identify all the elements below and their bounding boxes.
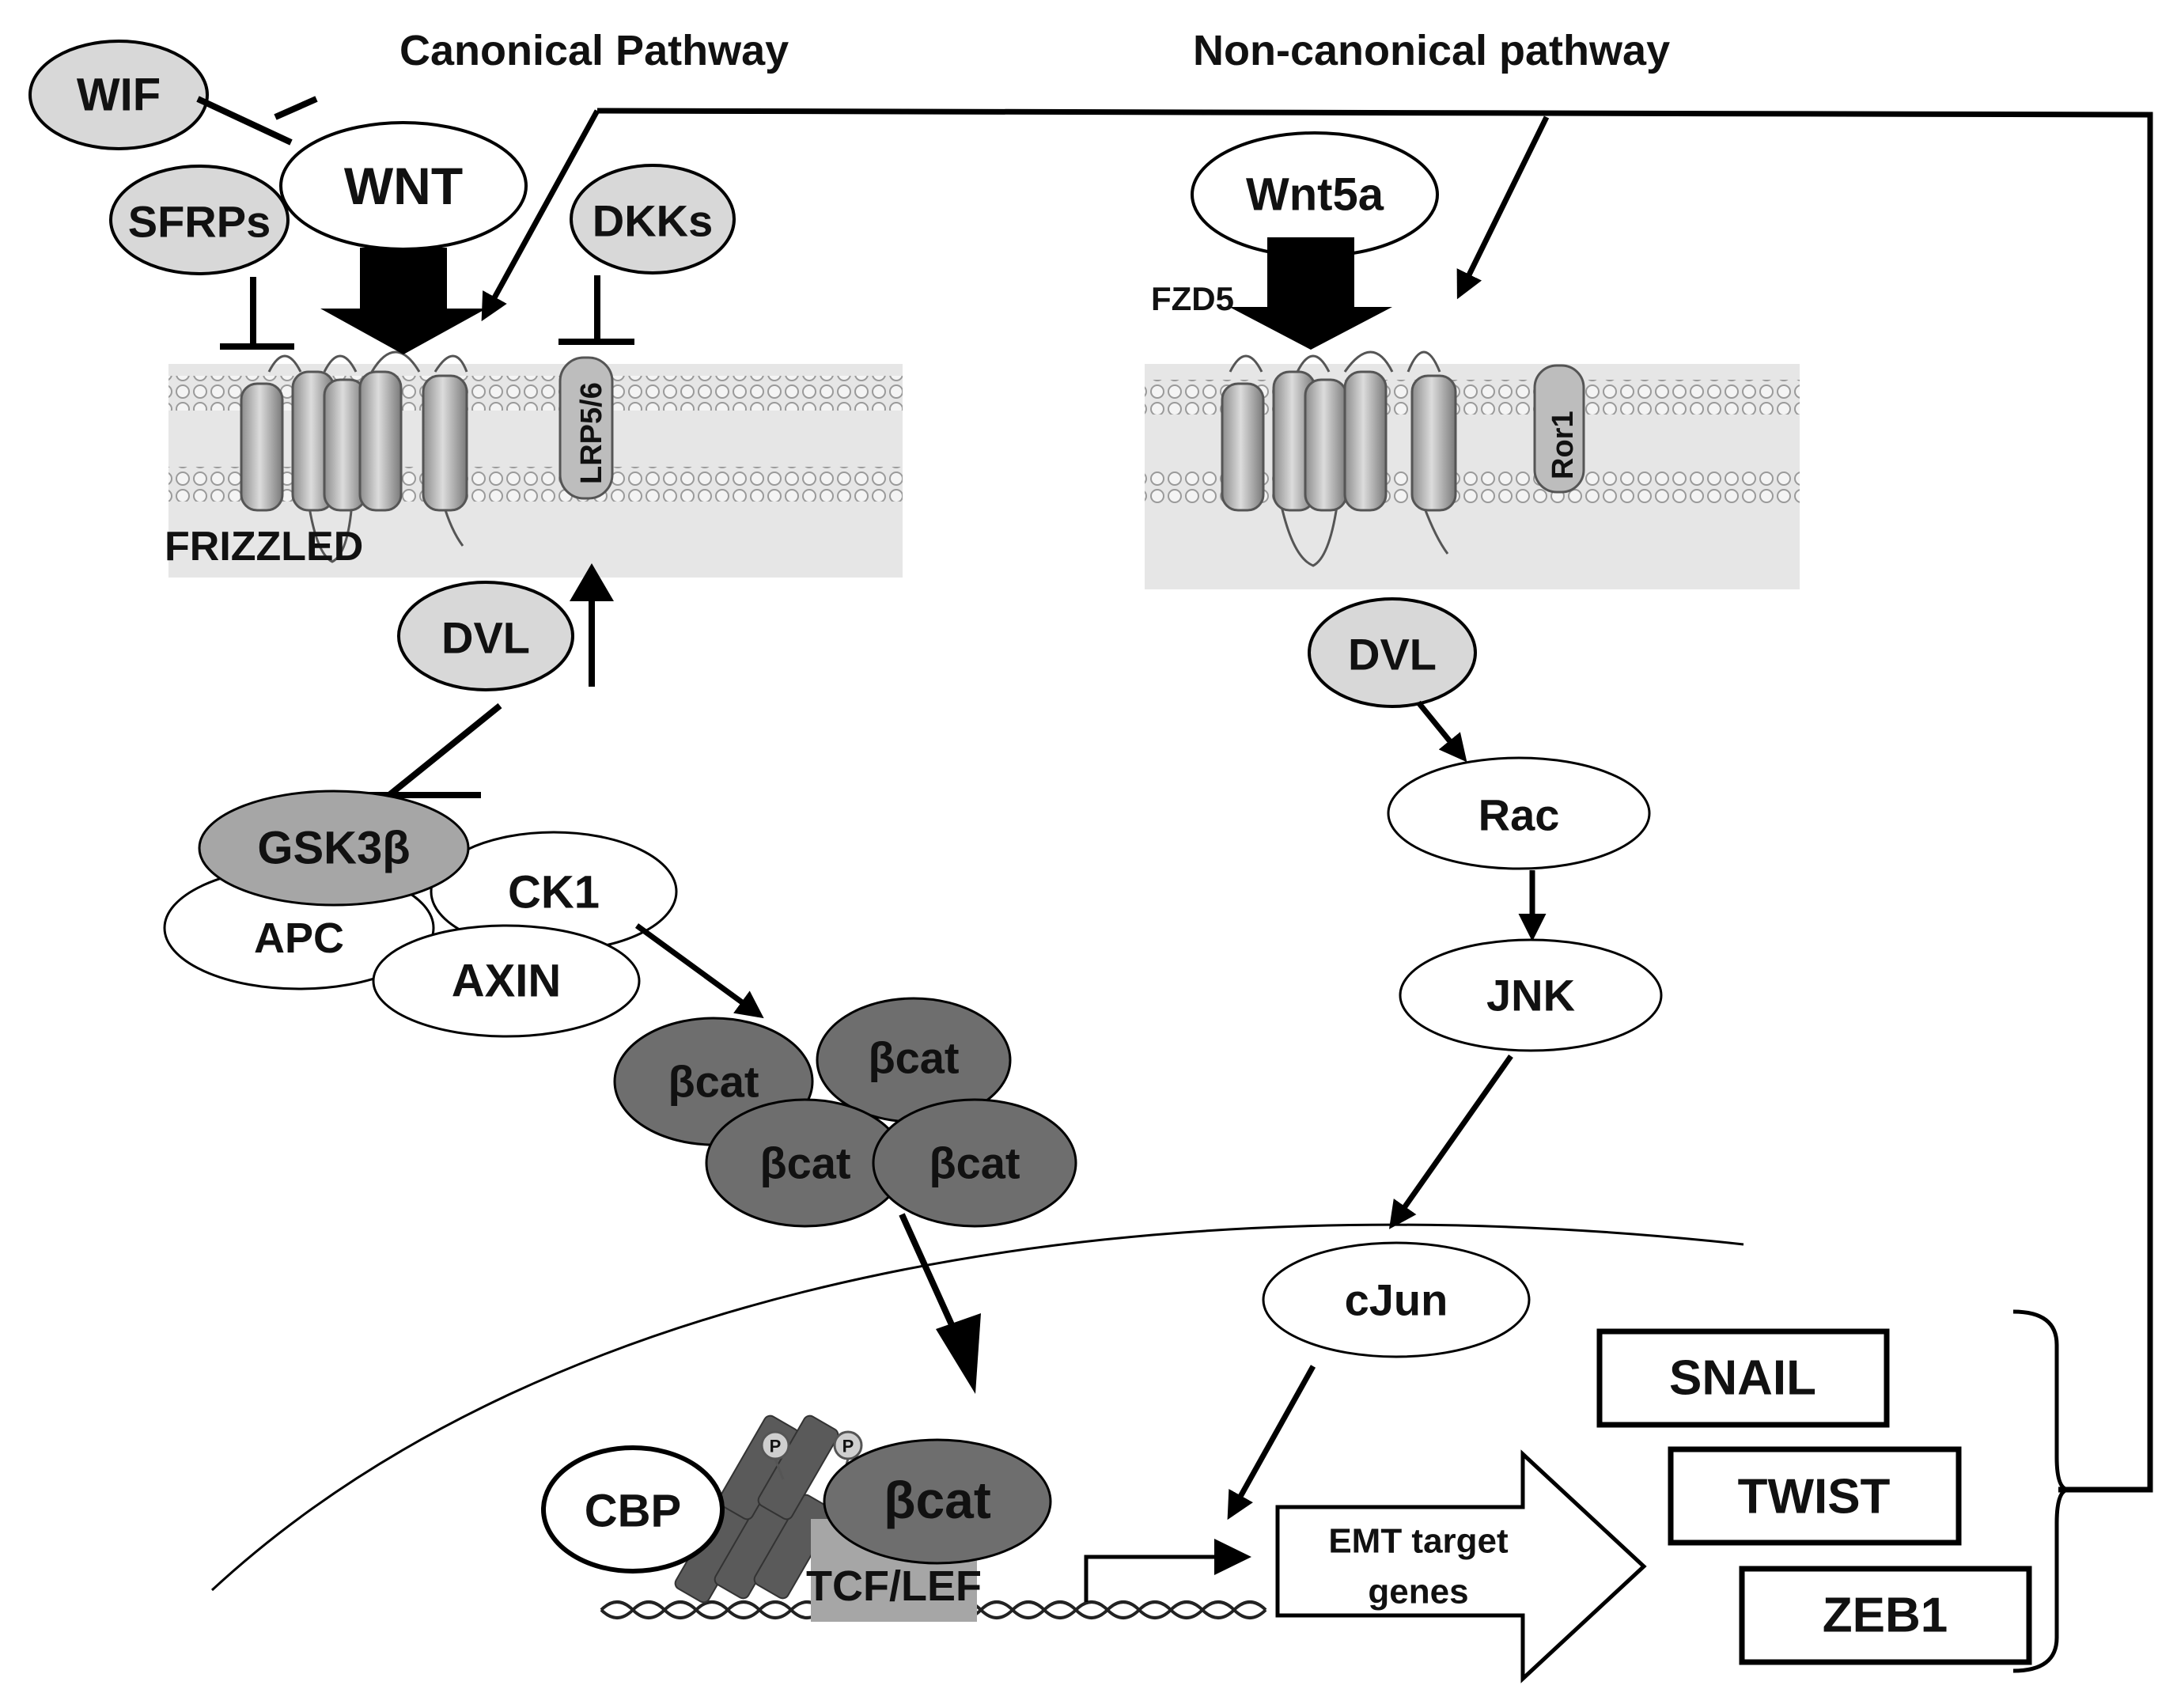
dvl-to-rac-arrow xyxy=(1416,700,1467,763)
emt-target-genes-label: EMT target xyxy=(1328,1522,1509,1561)
targets-bracket xyxy=(2012,1309,2069,1673)
tcf-lef-cofactor-blocks xyxy=(674,1414,839,1604)
axin-node xyxy=(372,924,641,1038)
cjun-node xyxy=(1262,1241,1531,1358)
canonical-inhibition-lines xyxy=(196,96,634,350)
dkks-label: DKKs xyxy=(593,196,713,246)
jnk-node xyxy=(1399,938,1663,1052)
snail-box xyxy=(1596,1328,1890,1428)
bcat-label: βcat xyxy=(759,1138,850,1188)
canonical-dvl-node xyxy=(397,581,574,691)
canonical-dvl-label: DVL xyxy=(441,613,530,663)
phospho-label: P xyxy=(842,1437,854,1456)
zeb1-box xyxy=(1739,1566,2032,1665)
fzd5-label: FZD5 xyxy=(1151,280,1234,317)
feedback-loop xyxy=(481,108,2153,1493)
bcat-node xyxy=(872,1098,1077,1228)
nuclear-membrane xyxy=(210,1223,1744,1592)
ror1-coreceptor: Ror1 xyxy=(1533,364,1585,494)
fzd5-receptor xyxy=(1221,350,1457,567)
sfrps-label: SFRPs xyxy=(128,197,271,247)
dvl-inhibits-destruction-complex xyxy=(323,703,502,798)
tcf-lef-label: TCF/LEF xyxy=(806,1562,982,1610)
canonical-membrane xyxy=(168,364,903,578)
wnt5a-label: Wnt5a xyxy=(1246,169,1384,221)
apc-label: APC xyxy=(254,915,344,962)
twist-label: TWIST xyxy=(1738,1470,1891,1524)
ror1-label: Ror1 xyxy=(1547,411,1580,479)
bcat-to-nucleus-arrowhead xyxy=(936,1313,981,1394)
phospho-tags xyxy=(760,1430,863,1480)
zeb1-label: ZEB1 xyxy=(1823,1589,1948,1643)
transcription-start-arrow xyxy=(1084,1555,1218,1602)
gsk3b-label: GSK3β xyxy=(257,823,410,874)
axin-label: AXIN xyxy=(452,956,562,1007)
jnk-label: JNK xyxy=(1486,971,1575,1021)
bcat-to-nucleus-arrow xyxy=(899,1213,960,1339)
complex-to-bcat-arrow xyxy=(634,923,764,1019)
noncanonical-dvl-label: DVL xyxy=(1348,630,1437,680)
wif-node xyxy=(28,40,209,150)
snail-label: SNAIL xyxy=(1669,1351,1816,1406)
lrp56-label: LRP5/6 xyxy=(575,382,608,484)
emt-target-genes-arrow xyxy=(1275,1449,1647,1683)
gsk3b-node xyxy=(198,790,470,907)
cjun-to-emt-arrow xyxy=(1227,1365,1316,1521)
cjun-label: cJun xyxy=(1345,1275,1448,1325)
dvl-to-frizzled-arrowhead xyxy=(570,563,614,601)
transcription-start-arrowhead xyxy=(1214,1539,1251,1575)
bcat-label: βcat xyxy=(868,1033,959,1083)
frizzled-receptor xyxy=(240,350,468,563)
sfrps-node xyxy=(109,165,290,275)
dkks-node xyxy=(570,164,736,275)
nuclear-bcat-label: βcat xyxy=(884,1471,991,1529)
cbp-node xyxy=(541,1445,725,1574)
wif-label: WIF xyxy=(77,70,161,121)
frizzled-label: FRIZZLED xyxy=(165,524,363,570)
bcat-label: βcat xyxy=(668,1057,759,1107)
ck1-label: CK1 xyxy=(508,867,600,918)
wnt-label: WNT xyxy=(344,157,463,215)
twist-box xyxy=(1668,1446,1962,1546)
rac-label: Rac xyxy=(1478,790,1560,840)
bcat-label: βcat xyxy=(929,1138,1020,1188)
emt-target-genes-label: genes xyxy=(1368,1573,1468,1611)
noncanonical-dvl-node xyxy=(1308,597,1477,708)
jnk-to-cjun-arrow xyxy=(1388,1054,1513,1229)
nuclear-bcat-node xyxy=(823,1438,1052,1565)
canonical-pathway-title: Canonical Pathway xyxy=(399,27,789,74)
phospho-label: P xyxy=(770,1437,782,1456)
wnt5a-activation-arrow xyxy=(1229,237,1392,350)
lrp56-coreceptor: LRP5/6 xyxy=(558,356,614,500)
rac-node xyxy=(1387,756,1651,870)
wnt-activation-arrow xyxy=(320,248,487,354)
cbp-label: CBP xyxy=(585,1486,681,1537)
noncanonical-pathway-title: Non-canonical pathway xyxy=(1193,27,1670,74)
